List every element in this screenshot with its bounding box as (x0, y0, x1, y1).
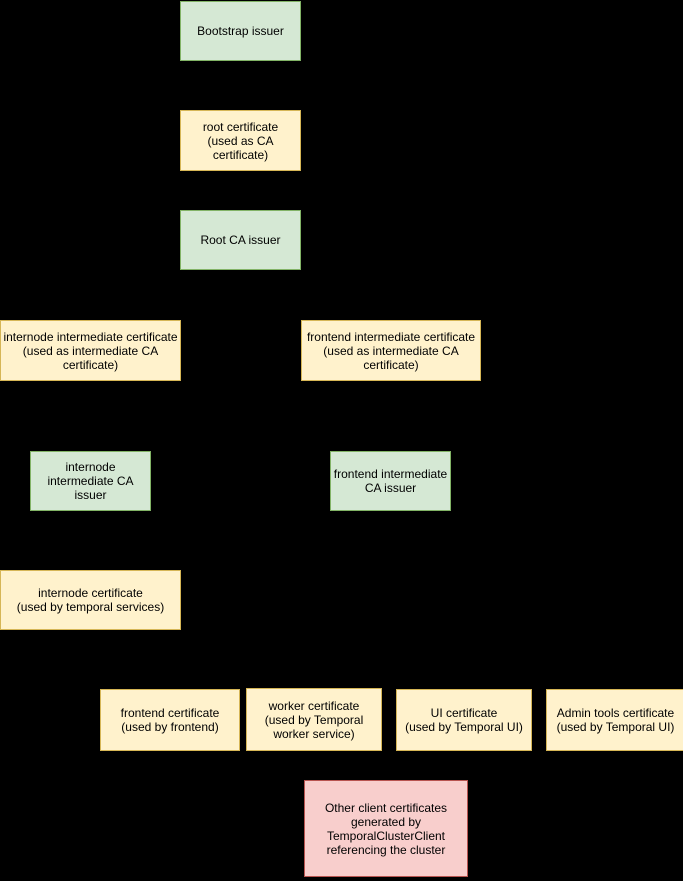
ui-certificate-node: UI certificate (used by Temporal UI) (396, 689, 532, 751)
frontend-certificate-label: frontend certificate (used by frontend) (120, 706, 220, 734)
admin-tools-certificate-label: Admin tools certificate (used by Tempora… (556, 706, 675, 734)
internode-intermediate-ca-issuer-node: internode intermediate CA issuer (30, 451, 151, 511)
internode-intermediate-certificate-label: internode intermediate certificate (used… (3, 329, 178, 372)
admin-tools-certificate-node: Admin tools certificate (used by Tempora… (546, 689, 683, 751)
root-ca-issuer-label: Root CA issuer (200, 233, 281, 247)
frontend-intermediate-certificate-label: frontend intermediate certificate (used … (306, 329, 476, 372)
worker-certificate-node: worker certificate (used by Temporal wor… (246, 688, 382, 751)
root-ca-issuer-node: Root CA issuer (180, 210, 301, 270)
other-client-certificates-node: Other client certificates generated by T… (304, 780, 468, 877)
frontend-intermediate-ca-issuer-node: frontend intermediate CA issuer (330, 451, 451, 511)
frontend-certificate-node: frontend certificate (used by frontend) (100, 689, 240, 751)
root-certificate-node: root certificate (used as CA certificate… (180, 110, 301, 171)
internode-intermediate-certificate-node: internode intermediate certificate (used… (0, 320, 181, 381)
worker-certificate-label: worker certificate (used by Temporal wor… (264, 698, 364, 741)
ui-certificate-label: UI certificate (used by Temporal UI) (405, 706, 523, 734)
internode-certificate-node: internode certificate (used by temporal … (0, 570, 181, 630)
other-client-certificates-label: Other client certificates generated by T… (324, 800, 448, 857)
root-certificate-label: root certificate (used as CA certificate… (202, 119, 279, 162)
internode-intermediate-ca-issuer-label: internode intermediate CA issuer (47, 460, 134, 502)
frontend-intermediate-ca-issuer-label: frontend intermediate CA issuer (333, 467, 448, 495)
frontend-intermediate-certificate-node: frontend intermediate certificate (used … (301, 320, 481, 381)
bootstrap-issuer-label: Bootstrap issuer (197, 24, 284, 38)
bootstrap-issuer-node: Bootstrap issuer (180, 1, 301, 61)
internode-certificate-label: internode certificate (used by temporal … (16, 586, 165, 614)
